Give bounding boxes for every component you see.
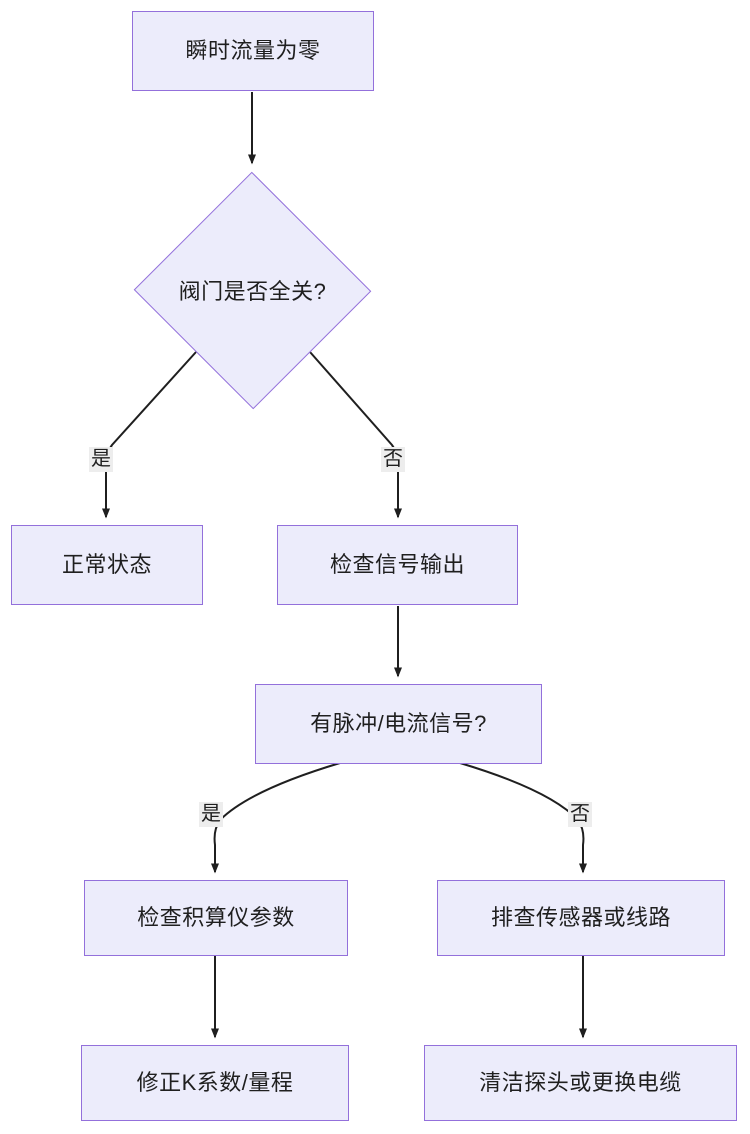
edge-label-yes-valve: 是 [89,447,113,472]
node-normal-state[interactable]: 正常状态 [11,525,203,605]
node-correct-k-factor-range[interactable]: 修正K系数/量程 [81,1045,349,1121]
node-label: 修正K系数/量程 [136,1069,294,1095]
node-inspect-sensor-or-wiring[interactable]: 排查传感器或线路 [437,880,725,956]
edge-label-text: 是 [201,803,221,825]
node-label: 有脉冲/电流信号? [310,710,487,736]
node-has-pulse-current-signal[interactable]: 有脉冲/电流信号? [255,684,542,764]
edge-label-text: 否 [570,803,590,825]
edge-n5-n7 [459,762,587,874]
edge-label-yes-signal: 是 [199,802,223,827]
edge-label-no-signal: 否 [568,802,592,827]
node-label: 阀门是否全关? [178,279,327,304]
node-label: 检查信号输出 [329,551,465,577]
node-label: 清洁探头或更换电缆 [479,1069,682,1095]
node-check-totalizer-params[interactable]: 检查积算仪参数 [84,880,348,956]
node-valve-fully-closed[interactable]: 阀门是否全关? [133,171,372,409]
node-check-signal-output[interactable]: 检查信号输出 [277,525,518,605]
node-label: 检查积算仪参数 [137,904,295,930]
edge-label-text: 是 [91,448,111,470]
node-label: 正常状态 [61,551,152,577]
edge-n5-n6 [211,762,341,874]
node-instant-flow-zero[interactable]: 瞬时流量为零 [132,11,374,91]
node-label: 瞬时流量为零 [185,37,321,63]
node-label: 排查传感器或线路 [490,904,671,930]
edge-label-no-valve: 否 [381,447,405,472]
edge-label-text: 否 [383,448,403,470]
node-clean-probe-or-replace-cable[interactable]: 清洁探头或更换电缆 [424,1045,737,1121]
